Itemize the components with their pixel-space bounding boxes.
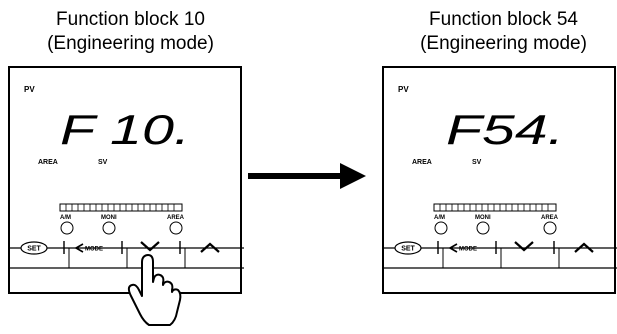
left-led-am — [60, 221, 74, 235]
left-title-line2: (Engineering mode) — [47, 33, 214, 54]
left-mode-key[interactable]: MODE — [74, 243, 103, 253]
left-down-key[interactable] — [140, 241, 160, 252]
left-down-arrow-icon — [140, 241, 160, 252]
left-led-area — [169, 221, 183, 235]
right-led-am-label: A/M — [434, 215, 445, 221]
right-led-bar — [433, 203, 557, 212]
right-up-arrow-icon — [574, 242, 594, 253]
right-title-line1: Function block 54 — [429, 9, 578, 30]
right-mode-key[interactable]: MODE — [448, 243, 477, 253]
right-led-area — [543, 221, 557, 235]
left-led-am-label: A/M — [60, 215, 71, 221]
left-up-key[interactable] — [200, 242, 220, 253]
left-mode-arrow-icon — [74, 243, 84, 253]
left-controller-svg: PV F 10. AREA SV A/M MONI AREA — [10, 85, 244, 269]
left-up-arrow-icon — [200, 242, 220, 253]
left-area-label: AREA — [38, 159, 58, 166]
right-mode-key-label: MODE — [459, 247, 477, 253]
right-set-key-label: SET — [401, 246, 415, 253]
right-led-am — [434, 221, 448, 235]
left-block-title: Function block 10 (Engineering mode) — [18, 8, 243, 56]
left-display-value: F 10. — [60, 106, 190, 153]
right-block-title: Function block 54 (Engineering mode) — [390, 8, 617, 56]
left-led-area-label: AREA — [167, 215, 185, 221]
right-led-area-label: AREA — [541, 215, 559, 221]
right-sv-label: SV — [472, 159, 482, 166]
left-led-bar — [59, 203, 183, 212]
right-title-line2: (Engineering mode) — [420, 33, 587, 54]
right-pv-label: PV — [398, 85, 409, 94]
left-led-moni — [102, 221, 116, 235]
left-set-key-label: SET — [27, 246, 41, 253]
left-title-line1: Function block 10 — [56, 9, 205, 30]
left-sv-label: SV — [98, 159, 108, 166]
left-pv-label: PV — [24, 85, 35, 94]
right-down-key[interactable] — [514, 241, 534, 252]
right-display-value: F54. — [446, 106, 564, 153]
right-mode-arrow-icon — [448, 243, 458, 253]
left-mode-key-label: MODE — [85, 247, 103, 253]
right-set-key[interactable]: SET — [394, 241, 422, 255]
right-controller-panel: PV F54. AREA SV A/M MONI AREA — [382, 66, 617, 294]
right-down-arrow-icon — [514, 241, 534, 252]
right-up-key[interactable] — [574, 242, 594, 253]
left-set-key[interactable]: SET — [20, 241, 48, 255]
right-led-moni — [476, 221, 490, 235]
left-led-moni-label: MONI — [101, 215, 117, 221]
right-area-label: AREA — [412, 159, 432, 166]
right-arrow-icon — [248, 163, 366, 189]
left-controller-panel: PV F 10. AREA SV A/M MONI AREA — [8, 66, 244, 294]
right-led-moni-label: MONI — [475, 215, 491, 221]
right-controller-svg: PV F54. AREA SV A/M MONI AREA — [384, 85, 617, 269]
